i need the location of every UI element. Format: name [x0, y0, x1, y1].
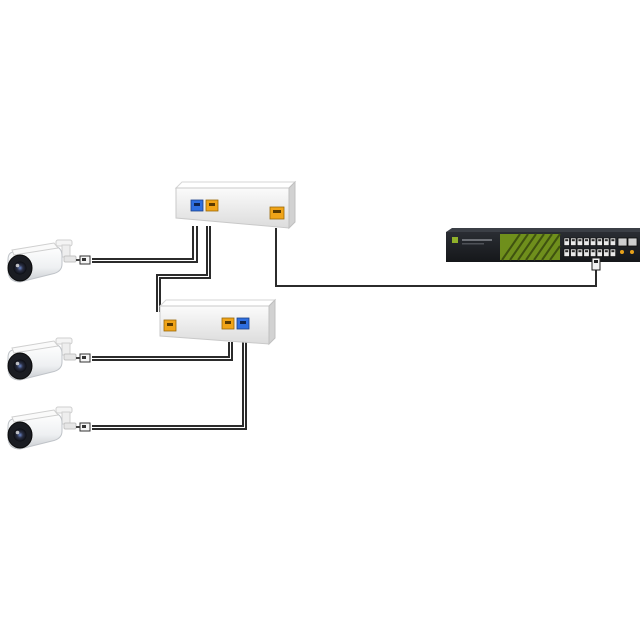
- switch-poe-port[interactable]: [563, 248, 570, 257]
- cable-extender-1-to-extender-2: [159, 226, 211, 312]
- cable-extender-1-to-extender-2-b: [156, 226, 208, 312]
- cable-extender-2-to-camera-2-b: [92, 342, 230, 358]
- camera-2: [7, 337, 91, 381]
- switch-poe-port[interactable]: [570, 248, 577, 257]
- switch-poe-port[interactable]: [609, 237, 616, 246]
- switch-poe-port[interactable]: [590, 237, 597, 246]
- switch-poe-port[interactable]: [570, 237, 577, 246]
- switch-accent-panel: [500, 233, 561, 261]
- camera-lens-icon: [13, 359, 27, 373]
- poe-extender-2: [158, 298, 277, 346]
- cable-extender-1-to-camera-1-b: [92, 226, 194, 260]
- switch-poe-port[interactable]: [603, 237, 610, 246]
- poe-extender-1: [174, 180, 297, 230]
- switch-poe-port[interactable]: [603, 248, 610, 257]
- cable-extender-1-to-camera-1: [92, 226, 198, 263]
- camera-3: [7, 406, 91, 450]
- switch-ports: [563, 237, 616, 257]
- switch-poe-port[interactable]: [583, 248, 590, 257]
- switch-poe-port[interactable]: [609, 248, 616, 257]
- cables: [92, 226, 597, 430]
- switch-poe-port[interactable]: [590, 248, 597, 257]
- switch-rj45-plug: [591, 257, 601, 271]
- cable-extender-2-to-camera-2: [92, 342, 233, 361]
- switch-uplink-port[interactable]: [617, 237, 628, 247]
- cameras: [7, 239, 91, 450]
- camera-lens-icon: [13, 428, 27, 442]
- camera-1: [7, 239, 91, 283]
- switch-poe-port[interactable]: [563, 237, 570, 246]
- switch-poe-port[interactable]: [576, 237, 583, 246]
- cable-switch-to-extender-1: [275, 228, 597, 287]
- switch-poe-port[interactable]: [596, 248, 603, 257]
- switch-logo: [452, 237, 458, 243]
- cable-extender-2-to-camera-3: [92, 342, 247, 430]
- cable-extender-2-to-camera-3-b: [92, 342, 244, 427]
- camera-lens-icon: [13, 261, 27, 275]
- switch-poe-port[interactable]: [583, 237, 590, 246]
- switch-poe-port[interactable]: [596, 237, 603, 246]
- switch-poe-port[interactable]: [576, 248, 583, 257]
- poe-switch: [446, 228, 640, 271]
- switch-uplink-port[interactable]: [627, 237, 638, 247]
